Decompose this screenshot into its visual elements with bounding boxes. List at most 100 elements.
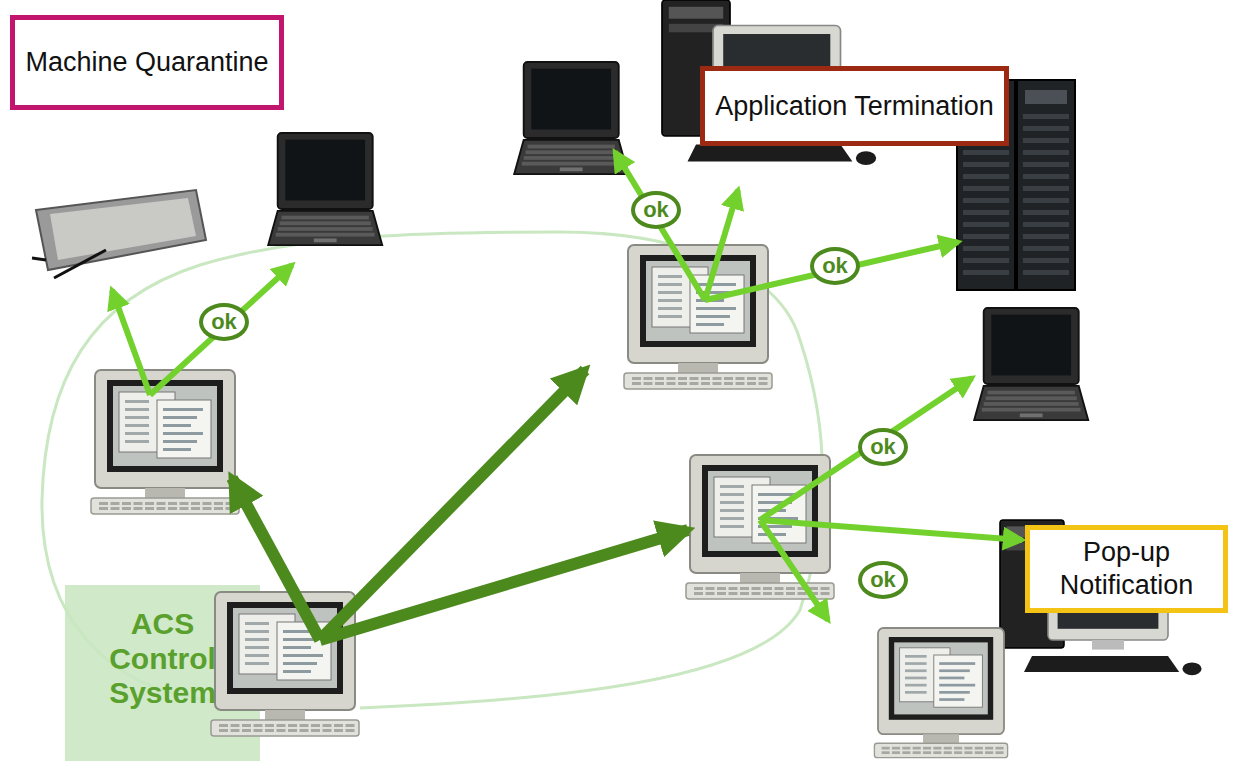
laptop (974, 308, 1088, 420)
ok-badge: ok (199, 303, 249, 341)
illustration-part (628, 245, 768, 363)
illustration-part (285, 140, 365, 201)
illustration-part (36, 190, 206, 270)
action-arrow (150, 265, 292, 395)
illustration-part (724, 377, 733, 380)
illustration-part (1023, 114, 1069, 119)
illustration-part (134, 502, 143, 505)
illustration-part (723, 34, 830, 116)
illustration-part (1023, 174, 1069, 179)
illustration-part (1023, 186, 1069, 191)
illustration-part (1023, 162, 1069, 167)
illustration-part (878, 628, 1004, 734)
laptop (268, 133, 382, 245)
illustration-part (91, 498, 239, 514)
illustration-part (963, 186, 1009, 191)
illustration-part (786, 592, 795, 595)
action-arrow (112, 290, 150, 395)
illustration-part (99, 502, 108, 505)
illustration-part (180, 507, 189, 510)
ok-badge: ok (858, 561, 908, 599)
illustration-part (736, 377, 745, 380)
illustration-part (965, 90, 1007, 104)
illustration-part (759, 377, 768, 380)
illustration-part (658, 307, 682, 310)
illustration-part (245, 630, 269, 633)
illustration-part (658, 291, 682, 294)
illustration-part (985, 751, 993, 754)
illustration-part (99, 507, 108, 510)
illustration-part (145, 502, 154, 505)
illustration-part (1023, 198, 1069, 203)
control-arrow (320, 530, 688, 640)
illustration-part (283, 662, 317, 665)
illustration-part (314, 238, 337, 242)
illustration-part (50, 198, 196, 260)
illustration-part (1025, 90, 1067, 104)
illustration-part (655, 377, 664, 380)
crt-computer (874, 628, 1007, 758)
illustration-part (145, 488, 185, 498)
illustration-part (231, 724, 240, 727)
illustration-part (95, 370, 235, 488)
illustration-part (125, 408, 149, 411)
illustration-part (939, 698, 964, 701)
illustration-part (902, 747, 910, 750)
illustration-part (346, 729, 355, 732)
illustration-part (752, 587, 761, 590)
illustration-part (720, 501, 744, 504)
illustration-part (690, 382, 699, 385)
illustration-part (944, 751, 952, 754)
illustration-part (624, 373, 772, 389)
action-label: Application Termination (715, 90, 994, 123)
illustration-part (134, 507, 143, 510)
action-arrow (760, 378, 972, 520)
illustration-part (720, 525, 744, 528)
illustration-part (111, 507, 120, 510)
illustration-part (528, 145, 615, 149)
illustration-part (283, 638, 317, 641)
control-arrow (232, 478, 320, 640)
illustration-part (311, 729, 320, 732)
illustration-part (157, 502, 166, 505)
illustration-part (713, 26, 841, 128)
illustration-part (157, 507, 166, 510)
illustration-part (323, 724, 332, 727)
illustration-part (821, 592, 830, 595)
illustration-part (1023, 258, 1069, 263)
illustration-part (688, 145, 853, 162)
illustration-part (1023, 246, 1069, 251)
ok-badge: ok (858, 428, 908, 466)
illustration-part (107, 380, 223, 472)
illustration-part (763, 592, 772, 595)
illustration-part (1023, 150, 1069, 155)
illustration-part (720, 517, 744, 520)
illustration-part (163, 440, 197, 443)
illustration-part (227, 602, 343, 694)
action-arrow (705, 242, 958, 300)
illustration-part (163, 408, 203, 411)
illustration-part (986, 396, 1077, 400)
illustration-part (760, 128, 794, 138)
illustration-part (1092, 640, 1124, 650)
illustration-part (963, 162, 1009, 167)
illustration-part (632, 377, 641, 380)
illustration-part (678, 363, 718, 373)
illustration-part (214, 502, 223, 505)
illustration-part (283, 646, 311, 649)
illustration-part (1023, 126, 1069, 131)
illustration-part (211, 720, 359, 736)
illustration-part (963, 234, 1009, 239)
illustration-part (233, 608, 337, 688)
illustration-part (939, 669, 970, 672)
illustration-part (163, 424, 191, 427)
illustration-part (963, 210, 1009, 215)
illustration-part (696, 307, 736, 310)
illustration-part (125, 416, 149, 419)
ok-badge: ok (631, 191, 681, 229)
illustration-part (524, 156, 619, 160)
illustration-part (658, 275, 682, 278)
illustration-part (288, 724, 297, 727)
